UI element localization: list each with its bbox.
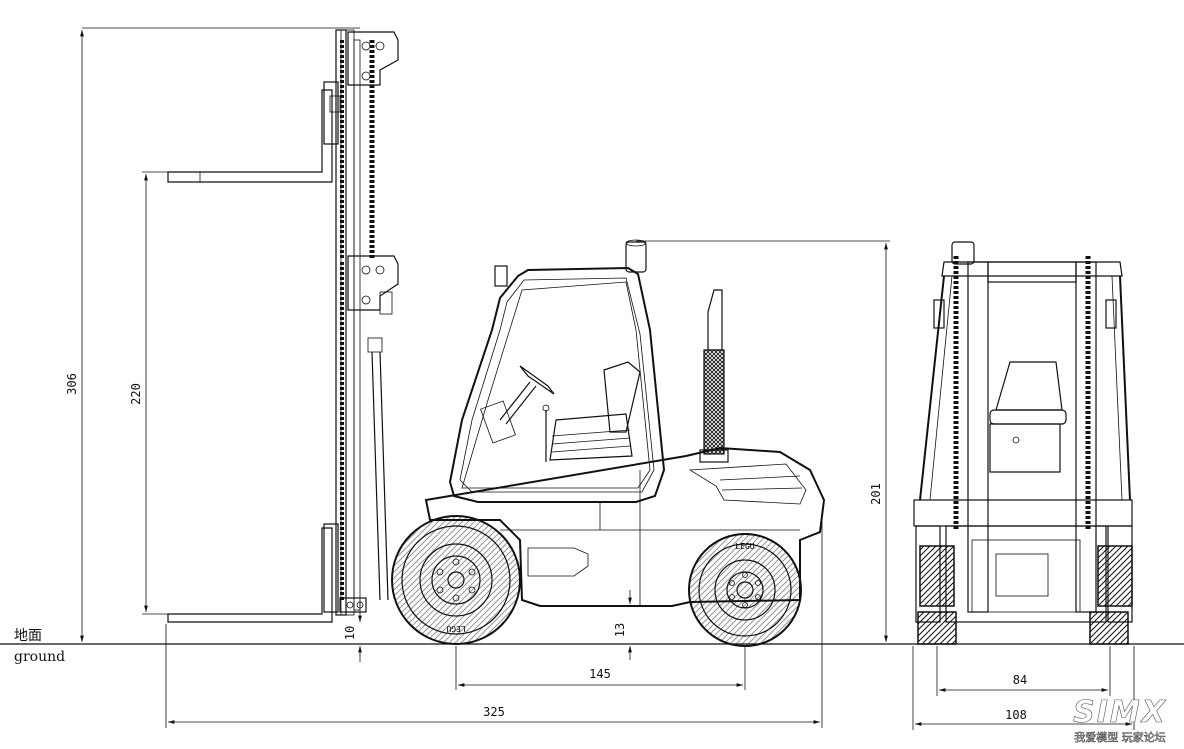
rear-wheel: LEGU xyxy=(688,533,802,647)
dim-track-width-value: 84 xyxy=(1013,673,1027,687)
dim-fork-clearance-value: 10 xyxy=(343,626,357,640)
dim-total-width-value: 108 xyxy=(1005,708,1027,722)
dim-cab-height-value: 201 xyxy=(869,483,883,505)
dim-fork-height-value: 220 xyxy=(129,383,143,405)
dim-wheelbase-value: 145 xyxy=(589,667,611,681)
upper-carriage xyxy=(323,31,399,145)
upper-fork xyxy=(167,89,333,183)
lower-fork xyxy=(167,523,367,623)
dim-fork-clearance: 10 xyxy=(343,600,362,662)
dim-fork-height: 220 xyxy=(129,171,168,615)
cab xyxy=(448,239,666,503)
rear-tire-brand: LEGU xyxy=(735,542,754,551)
mast xyxy=(335,29,361,616)
watermark-caption: 我爱模型 玩家论坛 xyxy=(1074,730,1166,744)
dim-body-clearance-value: 13 xyxy=(613,623,627,637)
lift-chain xyxy=(340,40,375,600)
ground-label-en: ground xyxy=(14,649,65,665)
front-wheel: LEGU xyxy=(391,515,521,645)
dim-total-height-value: 306 xyxy=(65,373,79,395)
operator-seat xyxy=(542,361,641,462)
dim-wheelbase: 145 xyxy=(455,646,746,690)
dim-total-length: 325 xyxy=(165,520,823,728)
exhaust-pipe xyxy=(699,289,729,463)
watermark-logo: SIMX xyxy=(1073,695,1167,730)
dim-total-width: 108 xyxy=(912,646,1135,730)
watermark: SIMX 我爱模型 玩家论坛 xyxy=(1073,695,1167,745)
front-tire-brand: LEGU xyxy=(446,624,465,633)
front-view xyxy=(913,241,1133,645)
dim-total-length-value: 325 xyxy=(483,705,505,719)
side-view: LEGU LEGU xyxy=(167,29,826,647)
dim-cab-height: 201 xyxy=(636,240,890,642)
tilt-cylinder xyxy=(367,337,389,601)
ground-label-cn: 地面 xyxy=(14,628,42,644)
dim-track-width: 84 xyxy=(936,646,1111,696)
dim-total-height: 306 xyxy=(65,27,360,642)
dim-body-clearance: 13 xyxy=(613,590,660,660)
middle-carriage xyxy=(347,255,399,315)
steering-wheel xyxy=(480,365,555,444)
